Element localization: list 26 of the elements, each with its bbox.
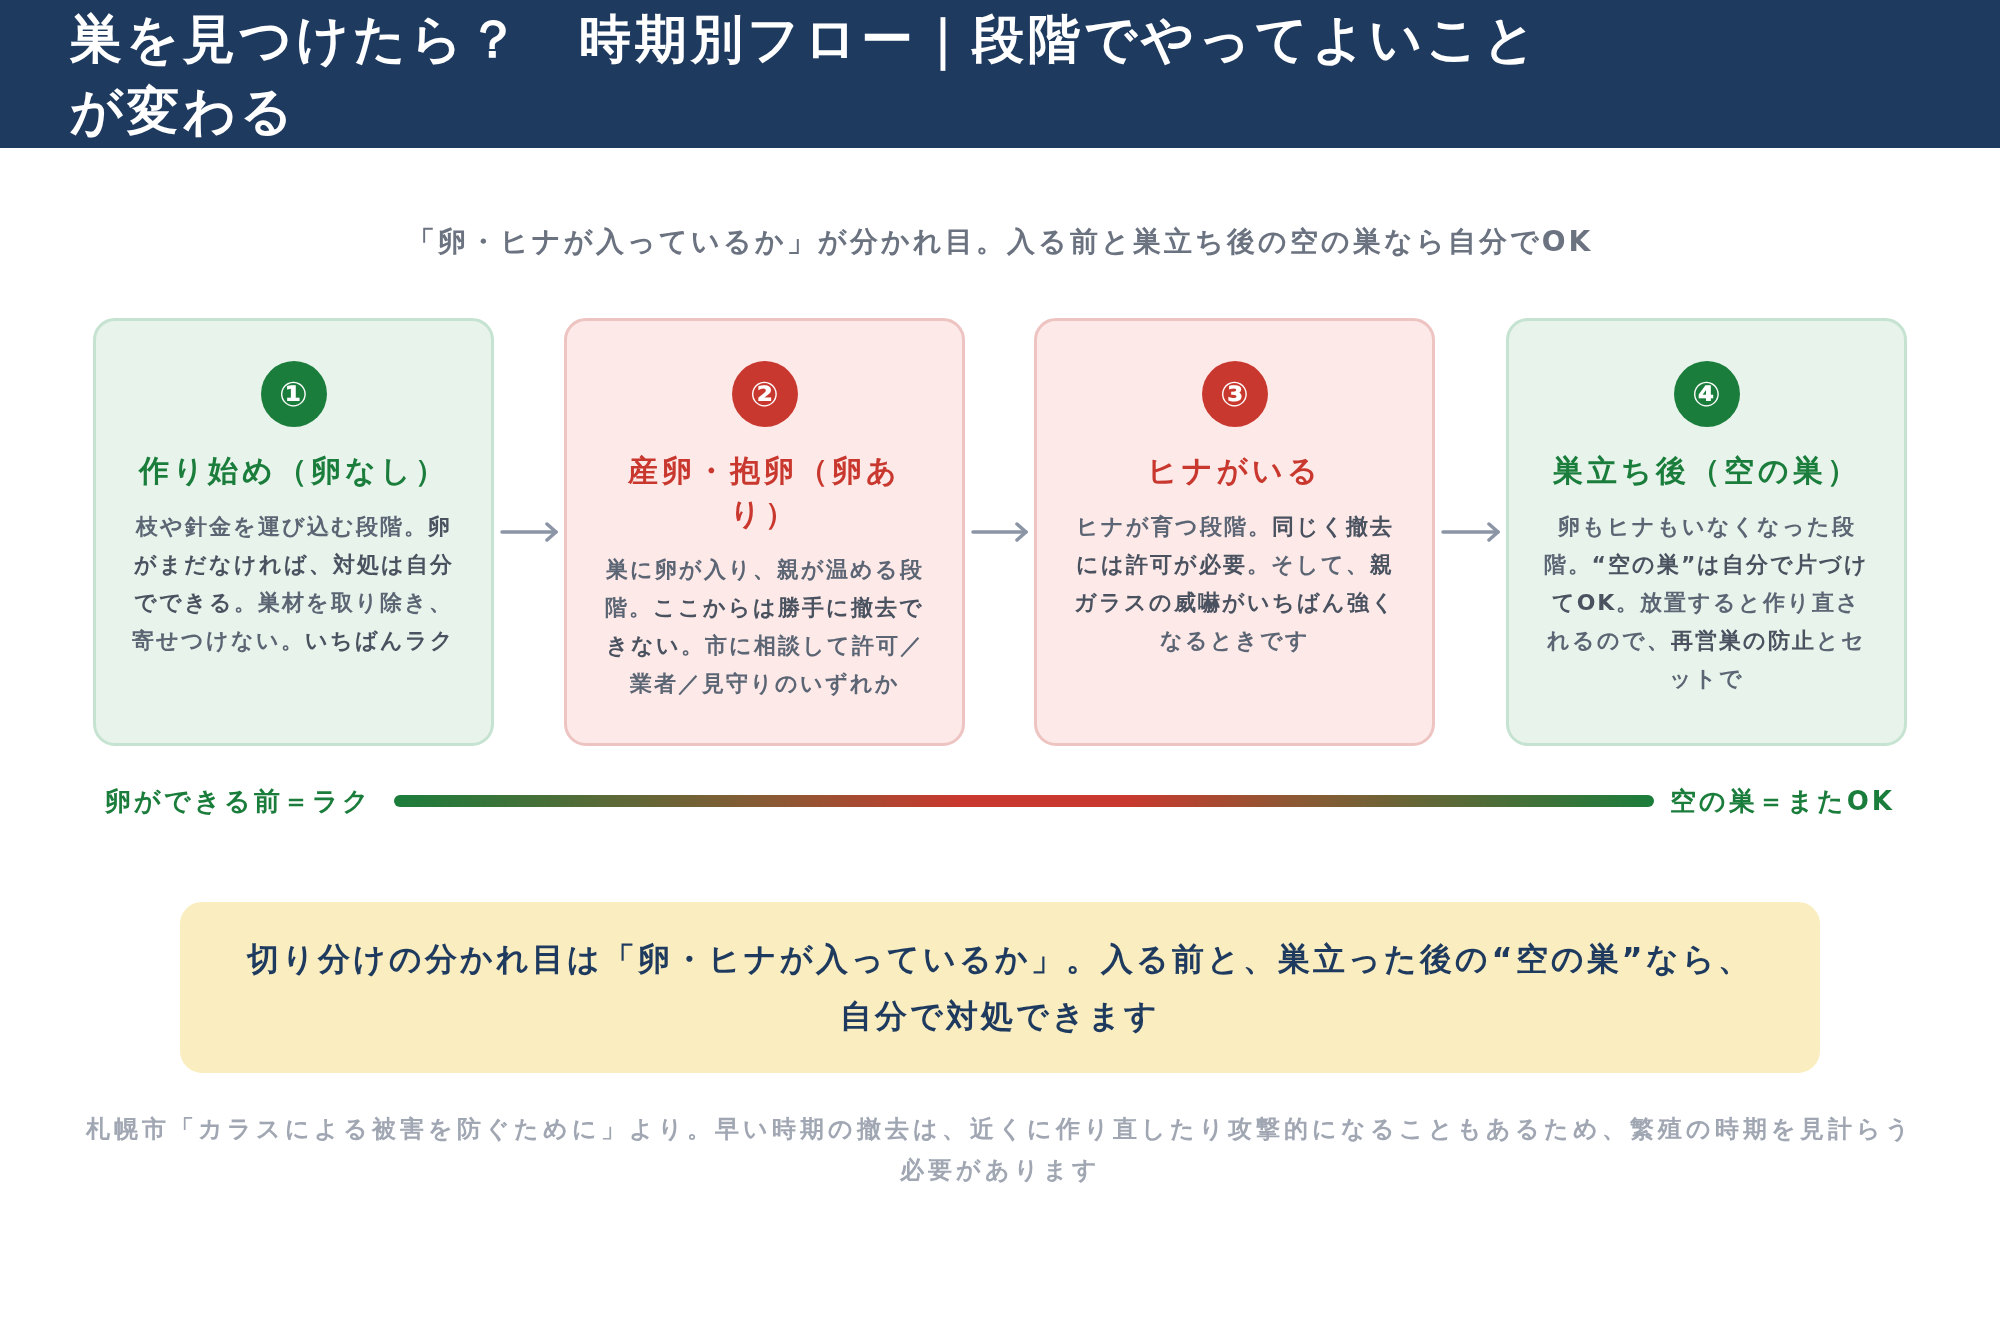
- stage-heading: 作り始め（卵なし）: [137, 452, 450, 490]
- stage-heading: ヒナがいる: [1146, 452, 1323, 490]
- step-number: ④: [1673, 361, 1740, 427]
- stage-description: 卵もヒナもいなくなった段階。“空の巣”は自分で片づけてOK。放置すると作り直されるので、再営巣の防止とセットで: [1542, 513, 1871, 693]
- stage-card: [1506, 318, 1907, 746]
- scale-label: 卵ができる前＝ラク: [105, 785, 372, 818]
- stage-heading: 産卵・抱卵（卵あり）: [627, 452, 902, 533]
- step-number: ②: [731, 361, 798, 427]
- stage-heading: 巣立ち後（空の巣）: [1551, 452, 1862, 490]
- stage-description: ヒナが育つ段階。同じく撤去には許可が必要。そして、親ガラスの威嚇がいちばん強くなるときです: [1072, 513, 1397, 655]
- summary-panel: [180, 902, 1820, 1073]
- arrow: [500, 522, 558, 542]
- source-note: 札幌市「カラスによる被害を防ぐために」より。早い時期の撤去は、近くに作り直したり攻撃的になることもあるため、繁殖の時期を見計らう必要があります: [84, 1114, 1915, 1186]
- stage-description: 枝や針金を運び込む段階。卵がまだなければ、対処は自分でできる。巣材を取り除き、寄せつけない。いちばんラク: [131, 513, 456, 655]
- stage-card: [564, 318, 965, 746]
- stage-card: [1034, 318, 1435, 746]
- summary-text: 切り分けの分かれ目は「卵・ヒナが入っているか」。入る前と、巣立った後の“空の巣”なら、自分で対処できます: [245, 938, 1754, 1037]
- stage-card: [93, 318, 494, 746]
- step-number: ①: [260, 361, 327, 427]
- subtitle: 「卵・ヒナが入っているか」が分かれ目。入る前と巣立ち後の空の巣なら自分でOK: [406, 224, 1594, 260]
- page-title: 巣を見つけたら？ 時期別フロー｜段階でやってよいことが変わる: [70, 8, 1541, 143]
- arrow: [971, 522, 1028, 542]
- stage-description: 巣に卵が入り、親が温める段階。ここからは勝手に撤去できない。市に相談して許可／業者／見守りのいずれか: [604, 556, 925, 698]
- step-number: ③: [1201, 361, 1268, 427]
- arrow: [1441, 522, 1500, 542]
- scale-label: 空の巣＝またOK: [1669, 785, 1895, 818]
